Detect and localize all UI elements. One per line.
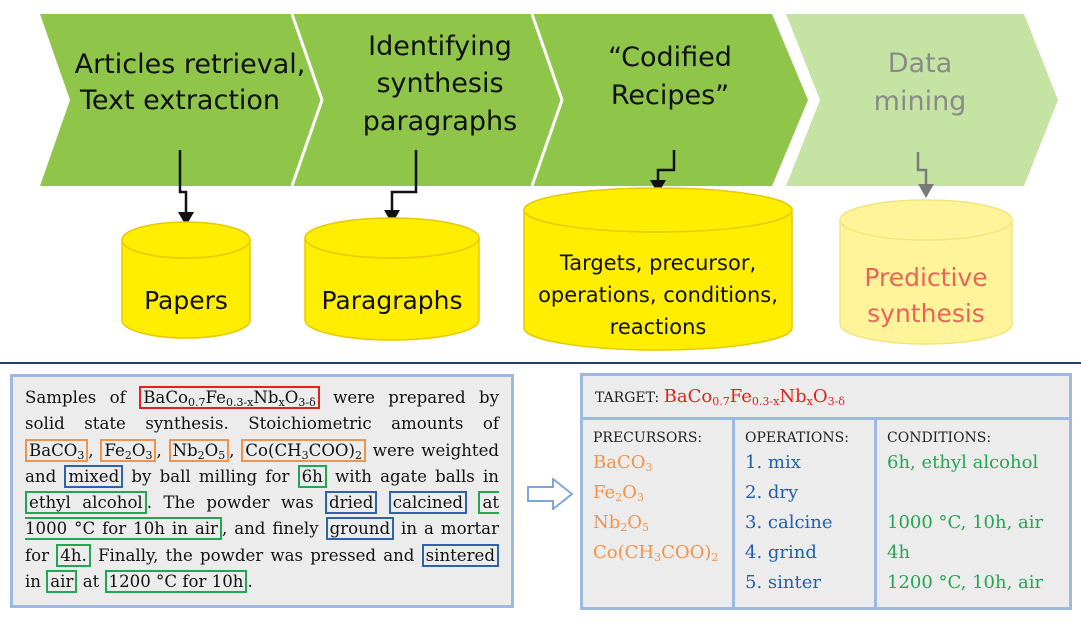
target-row: TARGET: BaCo0.7Fe0.3-xNbxO3-δ (583, 376, 1069, 420)
operation-highlight: dried (325, 491, 378, 515)
target-highlight: BaCo0.7Fe0.3-xNbxO3-δ (139, 386, 320, 409)
condition-item: 1200 °C, 10h, air (887, 572, 1044, 593)
precursor-item: Co(CH3COO)2 (593, 542, 719, 564)
db-paragraphs-label: Paragraphs (321, 286, 462, 315)
precursors-column: PRECURSORS: BaCO3 Fe2O3 Nb2O5 Co(CH3COO)… (583, 420, 735, 607)
precursors-header: PRECURSORS: (593, 430, 703, 446)
arrowhead-1 (178, 212, 194, 226)
step-3-line-1: “Codified (608, 42, 732, 73)
precursor-highlight: Nb2O5 (168, 438, 230, 462)
condition-highlight: air (46, 570, 78, 594)
connector-2 (390, 150, 418, 212)
db-recipes-line-3: reactions (610, 315, 707, 339)
operations-column: OPERATIONS: 1. mix 2. dry 3. calcine 4. … (735, 420, 877, 607)
pipeline-diagram: Articles retrieval, Identifying Text ext… (40, 13, 1058, 351)
precursor-highlight: Co(CH3COO)2 (241, 438, 367, 462)
step-arrow-3 (532, 14, 808, 186)
operation-highlight: sintered (421, 543, 499, 567)
cylinder-recipes (523, 187, 793, 351)
condition-item (887, 478, 1059, 508)
cylinder-paragraphs (304, 217, 480, 341)
operation-item: 5. sinter (745, 572, 821, 593)
arrowhead-2 (384, 210, 400, 224)
step-arrow-4 (786, 14, 1058, 186)
condition-highlight: 4h. (56, 543, 91, 567)
condition-item: 4h (887, 542, 911, 563)
connector-3 (656, 150, 676, 182)
operations-header: OPERATIONS: (745, 430, 849, 446)
db-recipes-line-1: Targets, precursor, (559, 251, 756, 275)
operation-item: 3. calcine (745, 512, 833, 533)
step-4-line-2: mining (874, 86, 967, 117)
synthesis-paragraph: Samples of BaCo0.7Fe0.3-xNbxO3-δ were pr… (10, 374, 514, 608)
separator (530, 13, 564, 187)
target-label: TARGET: (595, 390, 660, 406)
target-formula: BaCo0.7Fe0.3-xNbxO3-δ (663, 386, 845, 408)
codified-recipe: TARGET: BaCo0.7Fe0.3-xNbxO3-δ PRECURSORS… (580, 373, 1072, 610)
db-predictive-line-2: synthesis (867, 299, 985, 328)
condition-highlight: ethyl alcohol (25, 491, 147, 515)
operation-item: 2. dry (745, 482, 799, 503)
connector-4 (916, 152, 928, 186)
precursor-highlight: BaCO3 (25, 438, 89, 462)
condition-item: 1000 °C, 10h, air (887, 512, 1044, 533)
step-1-line-2b: Text extraction (79, 85, 280, 116)
condition-highlight: 1200 °C for 10h (104, 570, 248, 594)
operation-item: 4. grind (745, 542, 817, 563)
operation-highlight: calcined (388, 491, 468, 515)
operation-highlight: mixed (64, 464, 124, 488)
section-divider (0, 362, 1081, 364)
conditions-header: CONDITIONS: (887, 430, 992, 446)
db-papers-label: Papers (144, 286, 228, 315)
condition-highlight: at 1000 °C for 10h in air (25, 491, 499, 541)
condition-item: 6h, ethyl alcohol (887, 452, 1039, 473)
step-arrow-1 (40, 14, 322, 186)
db-recipes-line-2: operations, conditions, (538, 283, 778, 307)
condition-highlight: 6h (297, 464, 327, 488)
operation-item: 1. mix (745, 452, 801, 473)
precursor-item: BaCO3 (593, 452, 653, 474)
arrowhead-4 (918, 184, 934, 198)
step-3-line-2: Recipes” (611, 80, 729, 111)
step-4-line-1: Data (888, 48, 952, 79)
arrowhead-3 (650, 180, 666, 194)
step-2-line-2: synthesis (376, 68, 503, 99)
cylinder-predictive (839, 199, 1013, 345)
text: Samples of (25, 388, 140, 407)
db-predictive-line-1: Predictive (864, 263, 987, 292)
precursor-highlight: Fe2O3 (100, 438, 157, 462)
step-2-line-1: Identifying (368, 31, 512, 62)
text: were prepared by solid state synthesis. … (25, 388, 499, 434)
conditions-column: CONDITIONS: 6h, ethyl alcohol 1000 °C, 1… (877, 420, 1069, 607)
step-1-line-1: Articles retrieval, (75, 49, 306, 80)
precursor-item: Fe2O3 (593, 482, 644, 504)
operation-highlight: ground (325, 517, 395, 541)
step-arrow-2 (292, 14, 562, 186)
transform-arrow-icon (527, 478, 573, 510)
separator (290, 13, 324, 187)
connector-1 (178, 150, 188, 216)
cylinder-papers (121, 221, 251, 339)
precursor-item: Nb2O5 (593, 512, 650, 534)
step-2-line-3: paragraphs (363, 106, 517, 137)
